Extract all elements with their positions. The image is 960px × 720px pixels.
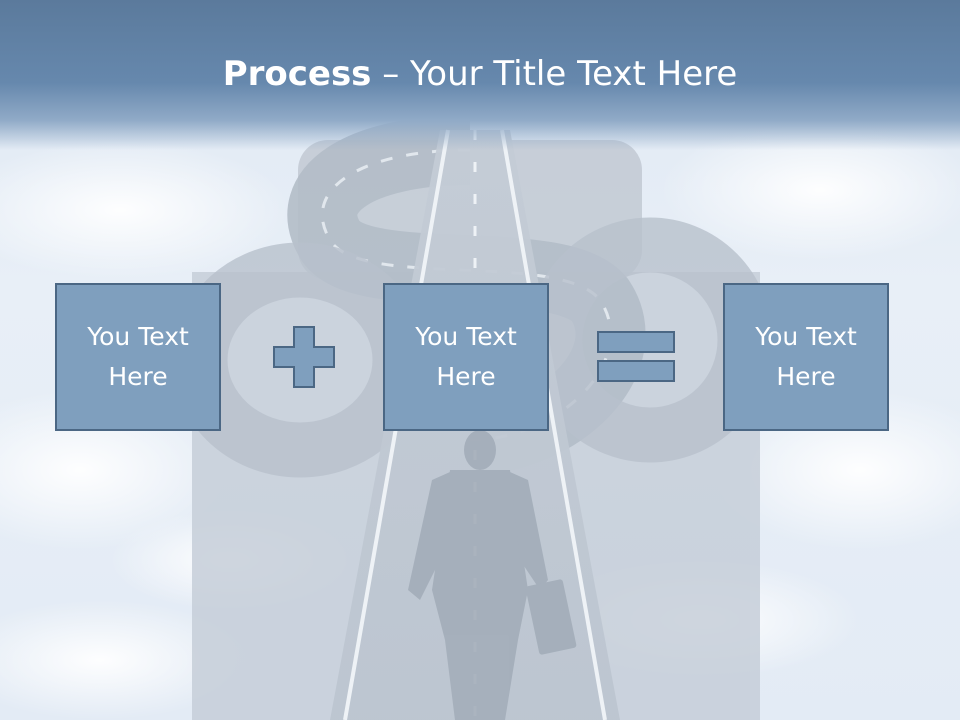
process-box-2-text: You Text Here bbox=[415, 322, 517, 391]
process-box-1[interactable]: You Text Here bbox=[55, 283, 221, 431]
plus-icon[interactable] bbox=[272, 325, 336, 389]
title-rest: – Your Title Text Here bbox=[371, 54, 738, 94]
equals-icon[interactable] bbox=[596, 330, 678, 384]
title-bold: Process bbox=[222, 54, 372, 94]
process-box-2[interactable]: You Text Here bbox=[383, 283, 549, 431]
slide-title: Process – Your Title Text Here bbox=[0, 52, 960, 96]
process-box-3-text: You Text Here bbox=[755, 322, 857, 391]
title-band bbox=[0, 0, 960, 150]
process-box-1-text: You Text Here bbox=[87, 322, 189, 391]
process-box-3[interactable]: You Text Here bbox=[723, 283, 889, 431]
